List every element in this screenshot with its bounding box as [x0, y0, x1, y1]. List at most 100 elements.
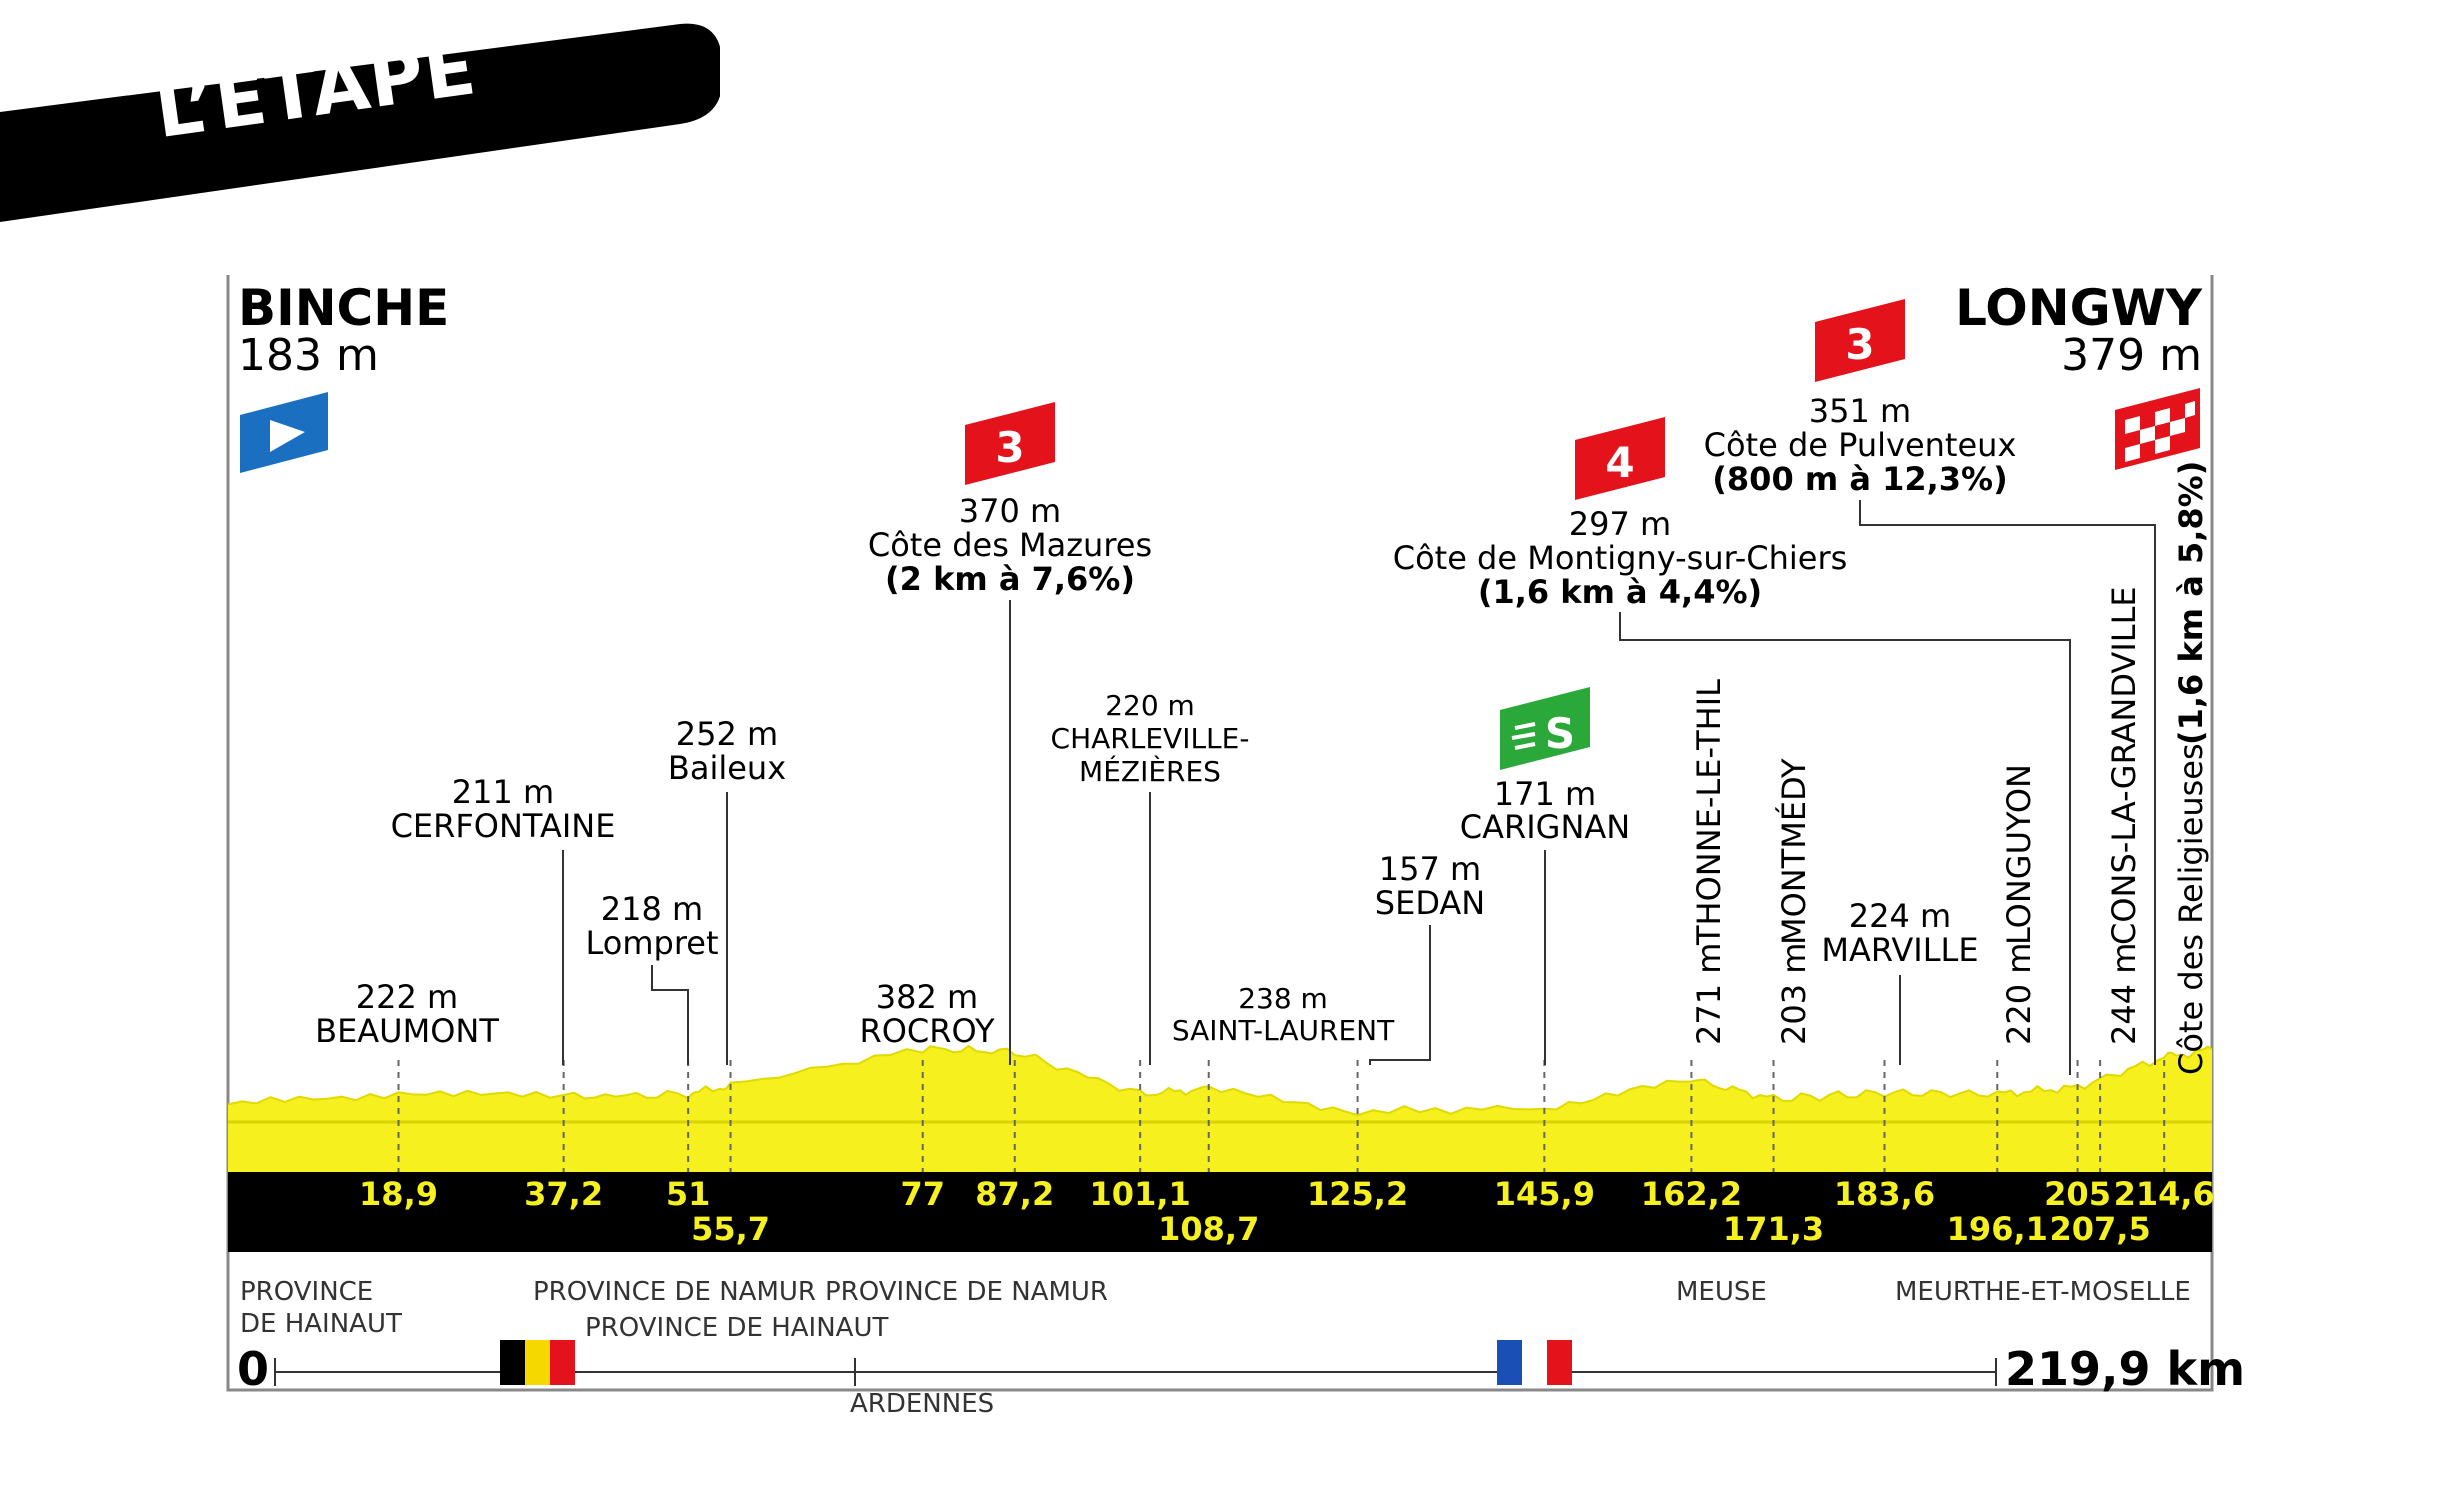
- distance-start: 0: [237, 1342, 269, 1396]
- km-label: 51: [666, 1175, 711, 1213]
- waypoint-altitude: 211 m: [452, 773, 554, 811]
- finish-flag-icon: [2115, 388, 2200, 470]
- waypoint-name: MARVILLE: [1821, 931, 1978, 969]
- km-label: 207,5: [2050, 1210, 2151, 1248]
- waypoint-name: LONGUYON: [2000, 764, 2038, 945]
- km-label: 18,9: [359, 1175, 438, 1213]
- km-label: 37,2: [524, 1175, 603, 1213]
- waypoint-altitude: 218 m: [601, 890, 703, 928]
- waypoint-altitude: 222 m: [356, 978, 458, 1016]
- sprint-symbol: S: [1545, 709, 1575, 758]
- waypoint-altitude: 238 m: [1238, 982, 1328, 1015]
- waypoint-altitude: 220 m: [2000, 943, 2038, 1045]
- region-label: PROVINCE DE HAINAUT: [585, 1313, 888, 1343]
- waypoint-altitude: 157 m: [1379, 850, 1481, 888]
- sprint-name: CARIGNAN: [1460, 808, 1630, 846]
- km-label: 77: [900, 1175, 945, 1213]
- sprint-flag-icon: [1500, 687, 1590, 770]
- region-label: ARDENNES: [850, 1389, 994, 1419]
- waypoint-altitude: 203 m: [1775, 943, 1813, 1045]
- km-label: 162,2: [1641, 1175, 1742, 1213]
- waypoint-name: MONTMÉDY: [1775, 758, 1813, 945]
- km-label: 183,6: [1834, 1175, 1935, 1213]
- region-label: PROVINCE DE NAMUR: [825, 1277, 1108, 1307]
- km-label: 171,3: [1723, 1210, 1824, 1248]
- play-icon: [270, 420, 305, 452]
- category-3-flag-icon: [965, 402, 1055, 485]
- start-altitude: 183 m: [238, 330, 379, 381]
- climb-name: Côte de Montigny-sur-Chiers: [1393, 539, 1848, 577]
- stage-banner: [0, 23, 720, 222]
- waypoint-name: ROCROY: [860, 1012, 995, 1050]
- finish-name: LONGWY: [1955, 279, 2203, 337]
- sprint-altitude: 171 m: [1494, 775, 1596, 813]
- km-label: 205: [2044, 1175, 2111, 1213]
- km-label: 125,2: [1307, 1175, 1408, 1213]
- climb-montigny: 4 297 m Côte de Montigny-sur-Chiers (1,6…: [1393, 417, 1848, 611]
- waypoint-name-line2: MÉZIÈRES: [1079, 754, 1221, 788]
- regions: PROVINCE DE HAINAUT PROVINCE DE NAMUR PR…: [240, 1277, 2191, 1419]
- waypoint-altitude: 382 m: [876, 978, 978, 1016]
- label-leaders: [562, 792, 1901, 1065]
- sprint-carignan: S 171 m CARIGNAN: [1460, 687, 1630, 1065]
- climb-category: 3: [1845, 320, 1874, 369]
- climb-category: 4: [1605, 438, 1634, 487]
- climb-name: Côte des Religieuses: [2172, 743, 2210, 1075]
- waypoint-name: SAINT-LAURENT: [1172, 1014, 1395, 1047]
- climb-mazures: 3 370 m Côte des Mazures (2 km à 7,6%): [868, 402, 1152, 598]
- region-label: MEURTHE-ET-MOSELLE: [1895, 1277, 2191, 1307]
- category-4-flag-icon: [1575, 417, 1665, 500]
- climb-detail: (800 m à 12,3%): [1712, 460, 2007, 498]
- region-label: MEUSE: [1676, 1277, 1767, 1307]
- region-label: PROVINCE DE NAMUR: [533, 1277, 816, 1307]
- climb-name: Côte de Pulventeux: [1704, 426, 2017, 464]
- elevation-profile-edge: [227, 1044, 2213, 1117]
- category-3-flag-icon: [1815, 299, 1905, 382]
- km-label: 196,1: [1947, 1210, 2048, 1248]
- waypoint-altitude: 224 m: [1849, 897, 1951, 935]
- climb-name: Côte des Mazures: [868, 526, 1152, 564]
- waypoint-altitude: 252 m: [676, 715, 778, 753]
- km-label: 145,9: [1494, 1175, 1595, 1213]
- profile-frame: [226, 275, 2214, 1392]
- climb-altitude: 351 m: [1809, 392, 1911, 430]
- start-name: BINCHE: [238, 279, 449, 337]
- elevation-profile-area: [228, 1046, 2212, 1172]
- km-label: 101,1: [1090, 1175, 1191, 1213]
- waypoint-labels: 222 m BEAUMONT 211 m CERFONTAINE 218 m L…: [315, 689, 1978, 1050]
- climb-detail: (1,6 km à 4,4%): [1478, 573, 1762, 611]
- waypoint-name: SEDAN: [1375, 884, 1485, 922]
- distance-total: 219,9 km: [2005, 1342, 2245, 1396]
- climb-detail: (1,6 km à 5,8%): [2172, 461, 2210, 745]
- waypoint-name: CHARLEVILLE-: [1051, 722, 1250, 755]
- french-flag-icon: [1497, 1340, 1572, 1385]
- climb-detail: (2 km à 7,6%): [885, 560, 1135, 598]
- km-label: 108,7: [1158, 1210, 1259, 1248]
- belgian-flag-icon: [500, 1340, 575, 1385]
- waypoint-name: Baileux: [668, 749, 786, 787]
- climb-leaders: [1009, 500, 2156, 1075]
- waypoint-altitude: 244 m: [2105, 943, 2143, 1045]
- waypoint-altitude: 271 m: [1690, 943, 1728, 1045]
- km-label: 55,7: [691, 1210, 770, 1248]
- climb-pulventeux: 3 351 m Côte de Pulventeux (800 m à 12,3…: [1704, 299, 2017, 498]
- climb-altitude: 370 m: [959, 492, 1061, 530]
- km-bar: [228, 1172, 2212, 1252]
- waypoint-name: Lompret: [585, 924, 718, 962]
- waypoint-name: CERFONTAINE: [391, 807, 616, 845]
- km-label: 87,2: [975, 1175, 1054, 1213]
- region-label: PROVINCE: [240, 1277, 373, 1307]
- climb-altitude: 297 m: [1569, 505, 1671, 543]
- climb-category: 3: [995, 423, 1024, 472]
- finish-altitude: 379 m: [2061, 330, 2202, 381]
- climb-religieuses: Côte des Religieuses (1,6 km à 5,8%): [2172, 461, 2210, 1075]
- region-label-line2: DE HAINAUT: [240, 1309, 402, 1339]
- waypoint-name: CONS-LA-GRANDVILLE: [2105, 586, 2143, 945]
- km-label: 214,6: [2114, 1175, 2215, 1213]
- waypoint-name: THONNE-LE-THIL: [1690, 679, 1728, 946]
- waypoint-altitude: 220 m: [1105, 689, 1195, 722]
- waypoint-name: BEAUMONT: [315, 1012, 499, 1050]
